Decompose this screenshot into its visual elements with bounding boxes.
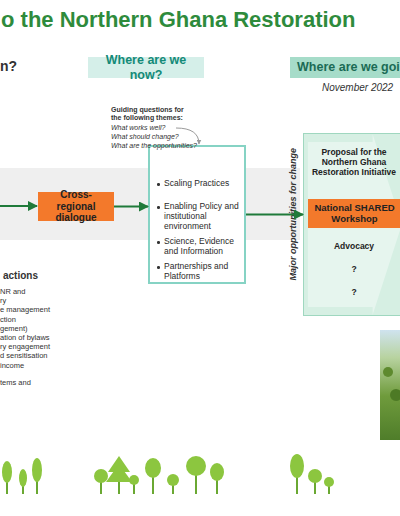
bullet-dot [157,241,160,244]
tree-icons [2,454,334,494]
text-label: ry [0,297,90,306]
text-label: tems and [0,379,90,388]
page-title: o the Northern Ghana Restoration [1,7,355,32]
photo-tree [383,367,393,377]
node-text: Enabling Policy and institutional enviro… [164,202,240,231]
bullet-dot [157,183,160,186]
workshop-box: National SHARED Workshop [308,199,400,228]
node-text: Cross-regional dialogue [41,189,111,224]
incoming-arrow [0,205,37,207]
arrow-shape-fill [308,134,400,315]
bullet-dot [157,206,160,209]
text-label: What are the opportunities? [111,142,211,150]
text-label: What should change? [111,133,201,141]
text-label: November 2022 [322,82,400,94]
text-label: ation of bylaws [0,334,90,343]
text-label: e management [0,306,90,315]
text-label: ction [0,316,90,325]
heading-box: Where are we now? [88,57,204,78]
node-text: ? [310,288,398,298]
flow-arrow [246,214,303,216]
node-text: ? [310,265,398,275]
text-label: n? [0,58,40,74]
text-label: What works well? [111,124,201,132]
pointer-curve [176,128,199,144]
node-text: Proposal for the Northern Ghana Restorat… [310,148,398,177]
text-label: ry engagement [0,343,90,352]
text-label: income [0,362,90,371]
node-text: Scaling Practices [164,179,240,189]
process-box: Cross-regional dialogue [38,192,114,221]
node-text: Where are we now? [91,53,201,82]
vertical-label: Major opportunities for change [288,129,298,299]
photo-tree [390,389,400,401]
heading-box: Where are we goi [290,57,400,78]
node-text: Advocacy [310,242,398,252]
flow-arrow [114,206,148,208]
node-text: National SHARED Workshop [311,203,398,225]
bullet-dot [157,266,160,269]
text-label: d sensitisation [0,352,90,361]
node-text: Where are we goi [297,60,400,74]
themes-box: Scaling PracticesEnabling Policy and ins… [148,145,246,284]
text-label: gement) [0,325,90,334]
node-text: Science, Evidence and Information [164,237,240,257]
text-label: NR and [0,288,90,297]
text-label: actions [3,270,83,282]
landscape-photo [380,330,400,440]
target-box: Proposal for the Northern Ghana Restorat… [303,133,400,316]
node-text: Partnerships and Platforms [164,262,240,282]
text-label: Guiding questions for the following them… [111,106,193,122]
